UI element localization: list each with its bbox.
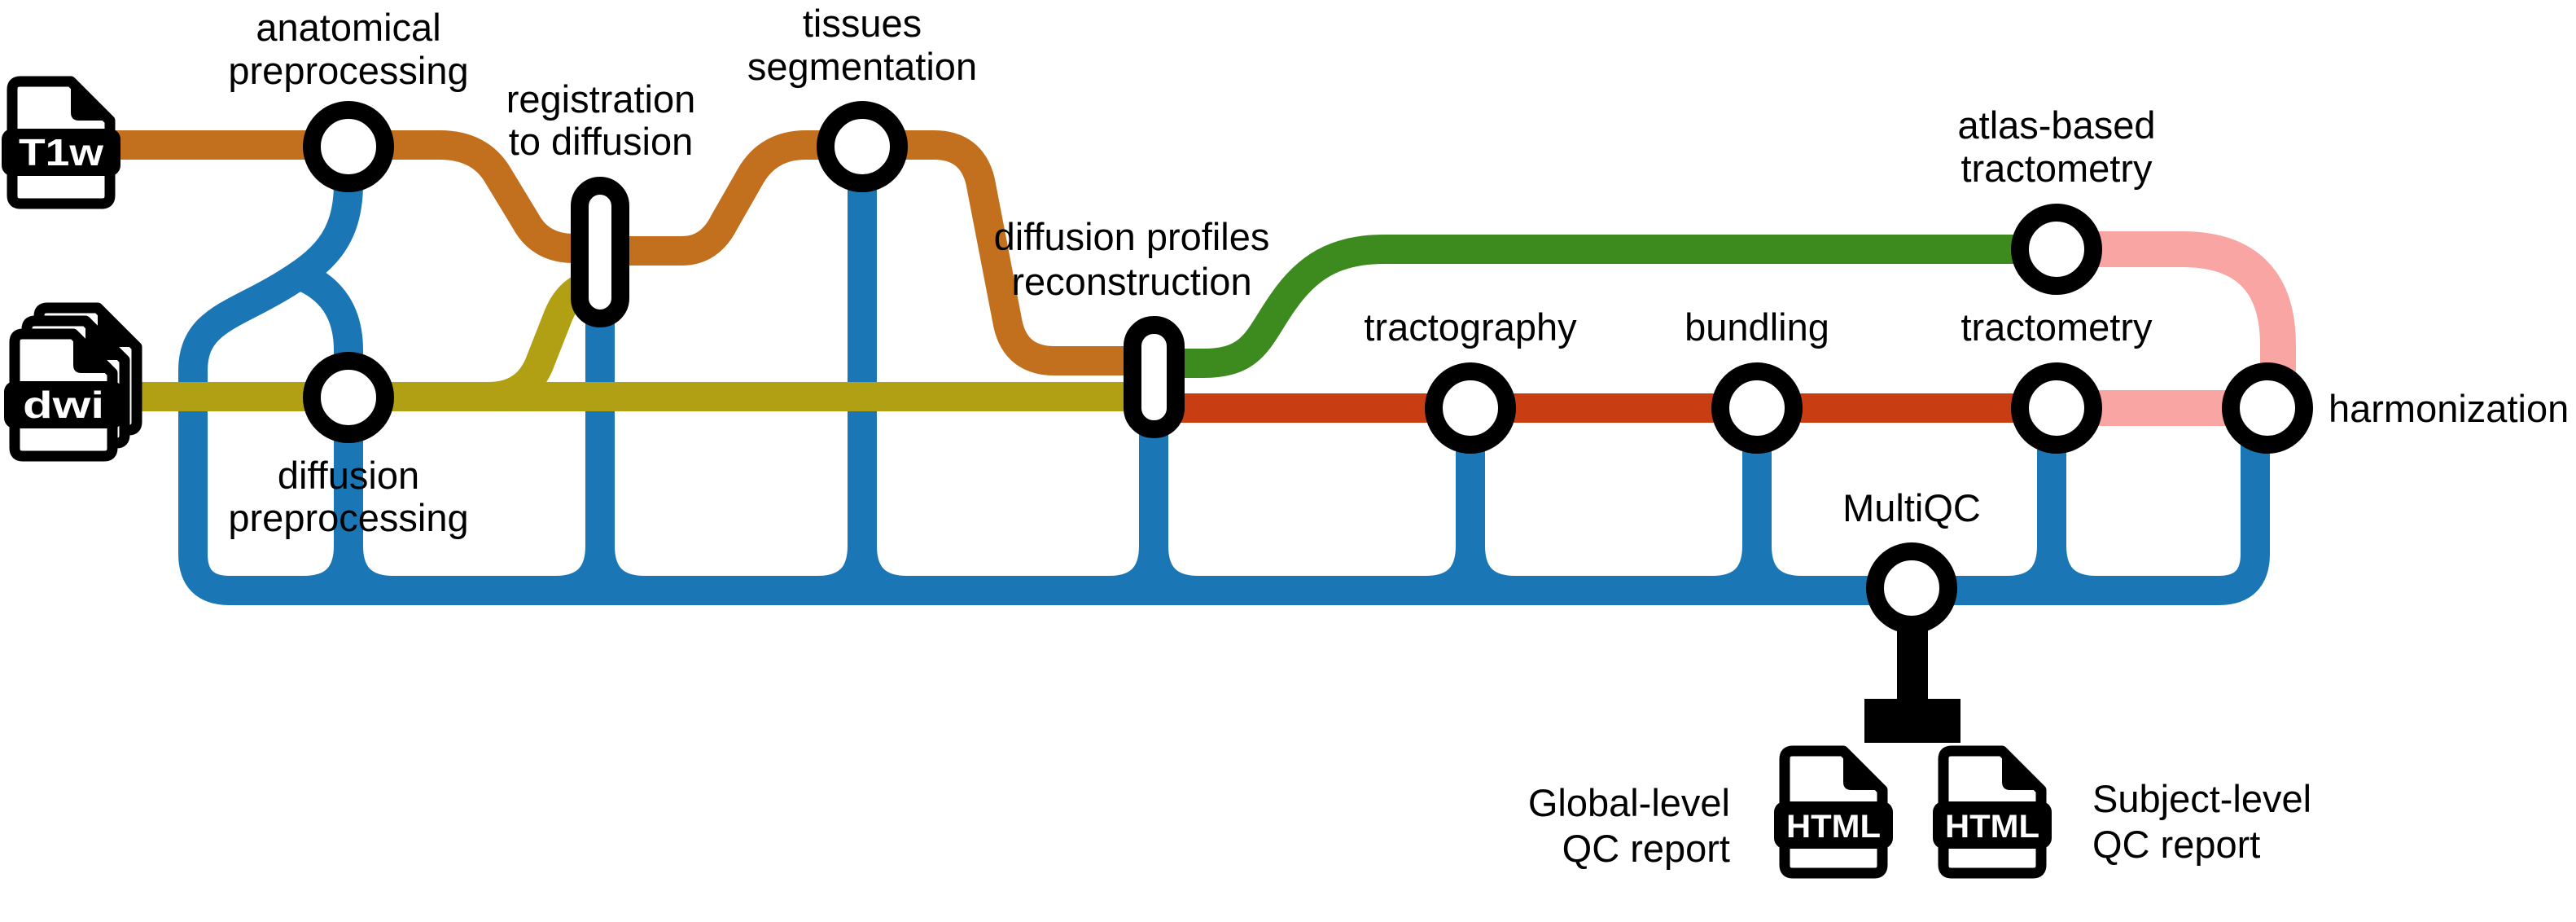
html-file-band: [1774, 801, 1893, 849]
t1w-file-icon: T1w: [2, 76, 120, 209]
html-badge: HTML: [1786, 809, 1881, 845]
station-tractometry: [2011, 362, 2102, 454]
station-atlas-based-tractometry: [2011, 204, 2102, 295]
label-tractometry: tractometry: [1960, 305, 2153, 349]
label-diffusion-preprocessing-1: diffusion: [278, 454, 419, 497]
label-subject-report-2: QC report: [2092, 823, 2260, 866]
t1w-file-fold: [71, 81, 110, 121]
label-registration-2: to diffusion: [509, 120, 693, 163]
pink-atlas-to-harmonization: [2080, 231, 2296, 383]
t1w-line-to-registration: [110, 130, 607, 263]
html-file-fold: [2002, 751, 2041, 790]
label-anatomical-preprocessing-1: anatomical: [256, 6, 440, 49]
label-registration-1: registration: [506, 77, 696, 121]
qc-line-main: [178, 147, 2270, 605]
label-atlas-based-tractometry-2: tractometry: [1960, 147, 2153, 190]
dwi-file-stack-icon: dwi: [4, 302, 142, 462]
t1w-file-band: [2, 129, 120, 176]
qc-line-fork-branch: [293, 261, 363, 591]
station-harmonization: [2222, 362, 2313, 454]
label-multiqc: MultiQC: [1842, 486, 1981, 529]
label-anatomical-preprocessing-2: preprocessing: [228, 49, 468, 92]
label-bundling: bundling: [1684, 305, 1829, 349]
station-multiqc: [1866, 542, 1957, 634]
multiqc-terminal-bar: [1864, 699, 1960, 743]
html-file-fold: [1843, 751, 1882, 790]
station-registration-to-diffusion: [571, 177, 629, 327]
label-diffusion-profiles-reconstruction-2: reconstruction: [1011, 260, 1251, 303]
qc-drop-fillets: [303, 545, 2097, 605]
label-atlas-based-tractometry-1: atlas-based: [1958, 103, 2156, 147]
html-file-band: [1933, 801, 2052, 849]
dwi-file-label: dwi: [23, 384, 104, 426]
global-report-file-icon: HTML: [1774, 745, 1893, 879]
t1w-line: [110, 130, 1154, 375]
label-global-report-1: Global-level: [1528, 781, 1730, 824]
label-tissues-segmentation-1: tissues: [803, 2, 922, 45]
harmonization-line: [2080, 231, 2296, 426]
label-tissues-segmentation-2: segmentation: [747, 45, 977, 88]
multiqc-terminal: [1864, 542, 1960, 743]
subject-report-file-icon: HTML: [1933, 745, 2052, 879]
station-bundling: [1711, 362, 1803, 454]
dwi-file-front: dwi: [4, 328, 123, 462]
dwi-file-fold: [73, 334, 112, 373]
station-diffusion-preprocessing: [303, 352, 394, 443]
dwi-file-band: [4, 381, 123, 428]
station-tissues-segmentation: [817, 101, 908, 192]
label-tractography: tractography: [1364, 305, 1577, 349]
report-labels: Global-level QC report Subject-level QC …: [1528, 777, 2311, 870]
label-harmonization: harmonization: [2328, 387, 2569, 430]
station-anatomical-preprocessing: [303, 101, 394, 192]
t1w-file-label: T1w: [19, 131, 103, 173]
label-subject-report-1: Subject-level: [2092, 777, 2311, 820]
station-diffusion-profiles-reconstruction: [1124, 316, 1185, 438]
atlas-line: [1153, 235, 2057, 378]
station-tractography: [1425, 362, 1516, 454]
label-diffusion-profiles-reconstruction-1: diffusion profiles: [994, 215, 1270, 258]
html-badge: HTML: [1945, 809, 2039, 845]
stations: [303, 101, 2313, 454]
t1w-line-to-reconstruction: [594, 130, 1154, 375]
station-labels: anatomical preprocessing registration to…: [228, 2, 2569, 539]
label-diffusion-preprocessing-2: preprocessing: [228, 496, 468, 539]
label-global-report-2: QC report: [1562, 827, 1730, 870]
